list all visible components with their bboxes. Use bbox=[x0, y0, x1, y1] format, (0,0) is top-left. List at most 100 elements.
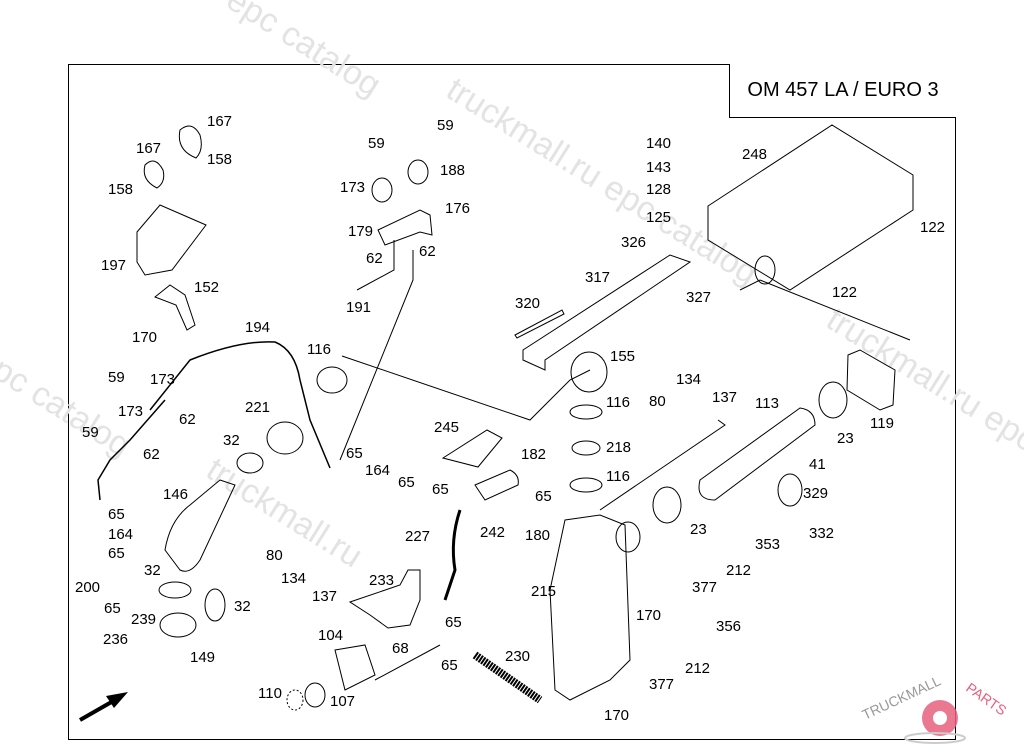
part-label-242[interactable]: 242 bbox=[480, 524, 506, 541]
part-label-236[interactable]: 236 bbox=[103, 631, 129, 648]
part-label-179[interactable]: 179 bbox=[348, 223, 374, 240]
part-label-80[interactable]: 80 bbox=[266, 547, 283, 564]
part-label-326[interactable]: 326 bbox=[621, 234, 647, 251]
part-label-59[interactable]: 59 bbox=[82, 424, 99, 441]
part-label-65[interactable]: 65 bbox=[104, 600, 121, 617]
part-label-377[interactable]: 377 bbox=[649, 676, 675, 693]
part-label-329[interactable]: 329 bbox=[803, 485, 829, 502]
part-label-167[interactable]: 167 bbox=[207, 113, 233, 130]
part-label-353[interactable]: 353 bbox=[755, 536, 781, 553]
part-label-180[interactable]: 180 bbox=[525, 527, 551, 544]
part-label-59[interactable]: 59 bbox=[437, 117, 454, 134]
part-label-176[interactable]: 176 bbox=[445, 200, 471, 217]
part-label-212[interactable]: 212 bbox=[685, 660, 711, 677]
part-label-32[interactable]: 32 bbox=[234, 598, 251, 615]
part-label-212[interactable]: 212 bbox=[726, 562, 752, 579]
part-label-164[interactable]: 164 bbox=[365, 462, 391, 479]
part-label-173[interactable]: 173 bbox=[150, 371, 176, 388]
part-label-227[interactable]: 227 bbox=[405, 528, 431, 545]
part-23-clamp bbox=[652, 486, 682, 524]
part-label-215[interactable]: 215 bbox=[531, 583, 557, 600]
part-label-218[interactable]: 218 bbox=[606, 439, 632, 456]
part-label-137[interactable]: 137 bbox=[712, 389, 738, 406]
part-label-65[interactable]: 65 bbox=[535, 488, 552, 505]
part-label-317[interactable]: 317 bbox=[585, 269, 611, 286]
part-label-155[interactable]: 155 bbox=[610, 348, 636, 365]
part-label-68[interactable]: 68 bbox=[392, 640, 409, 657]
diagram-frame bbox=[68, 64, 956, 740]
part-label-122[interactable]: 122 bbox=[832, 284, 858, 301]
part-label-197[interactable]: 197 bbox=[101, 257, 127, 274]
part-label-149[interactable]: 149 bbox=[190, 649, 216, 666]
part-label-170[interactable]: 170 bbox=[132, 329, 158, 346]
part-label-128[interactable]: 128 bbox=[646, 181, 672, 198]
part-label-230[interactable]: 230 bbox=[505, 648, 531, 665]
part-label-116[interactable]: 116 bbox=[606, 394, 630, 411]
part-label-23[interactable]: 23 bbox=[690, 521, 707, 538]
part-320-strip bbox=[514, 309, 565, 339]
part-215-tank-neck bbox=[615, 521, 641, 553]
part-218-sleeve bbox=[571, 440, 601, 456]
part-label-65[interactable]: 65 bbox=[432, 481, 449, 498]
part-label-125[interactable]: 125 bbox=[646, 209, 672, 226]
part-label-107[interactable]: 107 bbox=[330, 693, 356, 710]
part-label-146[interactable]: 146 bbox=[163, 486, 189, 503]
part-label-182[interactable]: 182 bbox=[521, 446, 547, 463]
part-label-377[interactable]: 377 bbox=[692, 579, 718, 596]
part-label-80[interactable]: 80 bbox=[649, 393, 666, 410]
part-label-158[interactable]: 158 bbox=[207, 151, 233, 168]
part-label-110[interactable]: 110 bbox=[258, 685, 282, 702]
part-label-41[interactable]: 41 bbox=[809, 456, 826, 473]
part-label-164[interactable]: 164 bbox=[108, 526, 134, 543]
part-label-65[interactable]: 65 bbox=[346, 445, 363, 462]
part-label-65[interactable]: 65 bbox=[445, 614, 462, 631]
part-label-327[interactable]: 327 bbox=[686, 289, 712, 306]
part-label-143[interactable]: 143 bbox=[646, 159, 672, 176]
part-label-116[interactable]: 116 bbox=[606, 468, 630, 485]
part-label-221[interactable]: 221 bbox=[245, 399, 271, 416]
part-label-239[interactable]: 239 bbox=[131, 611, 157, 628]
part-label-233[interactable]: 233 bbox=[369, 572, 395, 589]
part-113-pipe bbox=[698, 407, 816, 501]
part-label-134[interactable]: 134 bbox=[676, 371, 702, 388]
part-label-170[interactable]: 170 bbox=[636, 607, 662, 624]
part-label-200[interactable]: 200 bbox=[75, 579, 101, 596]
part-label-65[interactable]: 65 bbox=[108, 545, 125, 562]
part-label-62[interactable]: 62 bbox=[179, 411, 196, 428]
part-label-356[interactable]: 356 bbox=[716, 618, 742, 635]
part-label-62[interactable]: 62 bbox=[143, 446, 160, 463]
part-label-113[interactable]: 113 bbox=[755, 395, 779, 412]
part-label-152[interactable]: 152 bbox=[194, 279, 220, 296]
part-label-65[interactable]: 65 bbox=[441, 657, 458, 674]
part-label-167[interactable]: 167 bbox=[136, 140, 162, 157]
part-label-65[interactable]: 65 bbox=[108, 506, 125, 523]
part-label-59[interactable]: 59 bbox=[368, 135, 385, 152]
part-label-173[interactable]: 173 bbox=[340, 179, 366, 196]
part-label-332[interactable]: 332 bbox=[809, 525, 835, 542]
part-label-191[interactable]: 191 bbox=[346, 299, 372, 316]
part-label-116[interactable]: 116 bbox=[307, 341, 331, 358]
part-label-32[interactable]: 32 bbox=[144, 562, 161, 579]
part-label-104[interactable]: 104 bbox=[318, 627, 344, 644]
part-label-32[interactable]: 32 bbox=[223, 432, 240, 449]
part-label-170[interactable]: 170 bbox=[604, 707, 630, 724]
part-label-134[interactable]: 134 bbox=[281, 570, 307, 587]
part-label-245[interactable]: 245 bbox=[434, 419, 460, 436]
part-248-muffler bbox=[707, 124, 914, 291]
part-label-122[interactable]: 122 bbox=[920, 219, 946, 236]
part-label-137[interactable]: 137 bbox=[312, 588, 338, 605]
part-label-320[interactable]: 320 bbox=[515, 295, 541, 312]
part-label-59[interactable]: 59 bbox=[108, 369, 125, 386]
part-label-119[interactable]: 119 bbox=[870, 415, 894, 432]
part-label-65[interactable]: 65 bbox=[398, 474, 415, 491]
part-label-62[interactable]: 62 bbox=[366, 250, 383, 267]
part-label-248[interactable]: 248 bbox=[742, 146, 768, 163]
part-label-23[interactable]: 23 bbox=[837, 430, 854, 447]
part-label-62[interactable]: 62 bbox=[419, 243, 436, 260]
part-label-194[interactable]: 194 bbox=[245, 319, 271, 336]
part-label-158[interactable]: 158 bbox=[108, 181, 134, 198]
part-label-188[interactable]: 188 bbox=[440, 162, 466, 179]
part-label-173[interactable]: 173 bbox=[118, 403, 144, 420]
part-label-140[interactable]: 140 bbox=[646, 135, 672, 152]
